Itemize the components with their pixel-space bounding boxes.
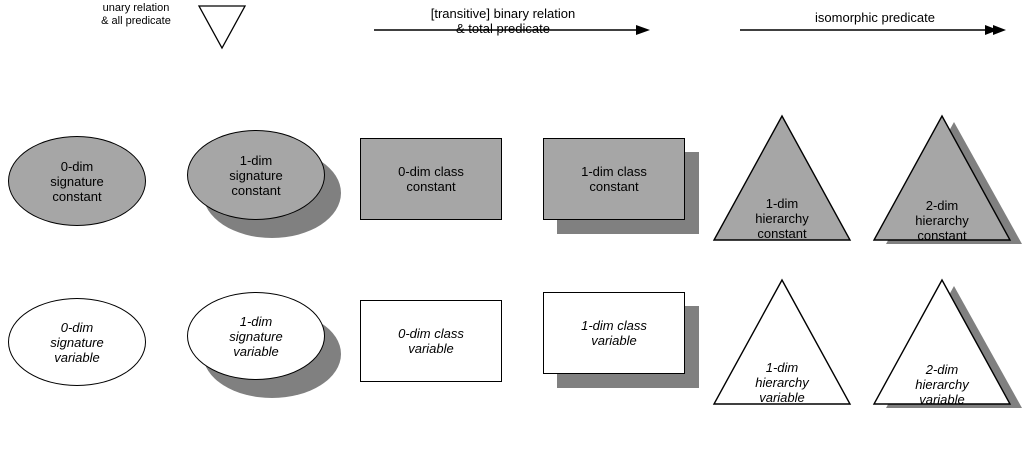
rect-shape (543, 138, 685, 220)
right-double-arrow-icon (740, 25, 1006, 35)
legend-diagram: unary relation & all predicate [transiti… (8, 2, 1024, 410)
cell-2-dim-hierarchy-variable: 2-dim hierarchy variable (872, 278, 1024, 410)
cell-1-dim-signature-variable: 1-dim signature variable (187, 292, 343, 398)
ellipse-shape (8, 298, 146, 386)
cell-0-dim-signature-constant: 0-dim signature constant (8, 136, 146, 226)
rect-shape (360, 138, 502, 220)
triangle-shape (872, 278, 1012, 405)
header-isomorphic-label: isomorphic predicate (815, 10, 935, 25)
rect-shape (543, 292, 685, 374)
ellipse-shape (187, 130, 325, 220)
cell-1-dim-hierarchy-variable: 1-dim hierarchy variable (712, 278, 852, 406)
header-binary-label: [transitive] binary relation & total pre… (430, 6, 576, 36)
cell-0-dim-signature-variable: 0-dim signature variable (8, 298, 146, 386)
cell-0-dim-class-variable: 0-dim class variable (360, 300, 502, 382)
cell-0-dim-class-constant: 0-dim class constant (360, 138, 502, 220)
cell-1-dim-hierarchy-constant: 1-dim hierarchy constant (712, 114, 852, 242)
cell-1-dim-class-variable: 1-dim class variable (543, 292, 699, 388)
header-unary-label: unary relation & all predicate (101, 2, 171, 27)
cell-1-dim-class-constant: 1-dim class constant (543, 138, 699, 234)
down-triangle-icon (197, 5, 247, 50)
triangle-shape (872, 114, 1012, 241)
right-arrow-icon (374, 25, 650, 35)
cell-2-dim-hierarchy-constant: 2-dim hierarchy constant (872, 114, 1024, 246)
cell-1-dim-signature-constant: 1-dim signature constant (187, 130, 343, 238)
triangle-shape (712, 278, 852, 405)
ellipse-shape (187, 292, 325, 380)
rect-shape (360, 300, 502, 382)
ellipse-shape (8, 136, 146, 226)
triangle-shape (712, 114, 852, 241)
